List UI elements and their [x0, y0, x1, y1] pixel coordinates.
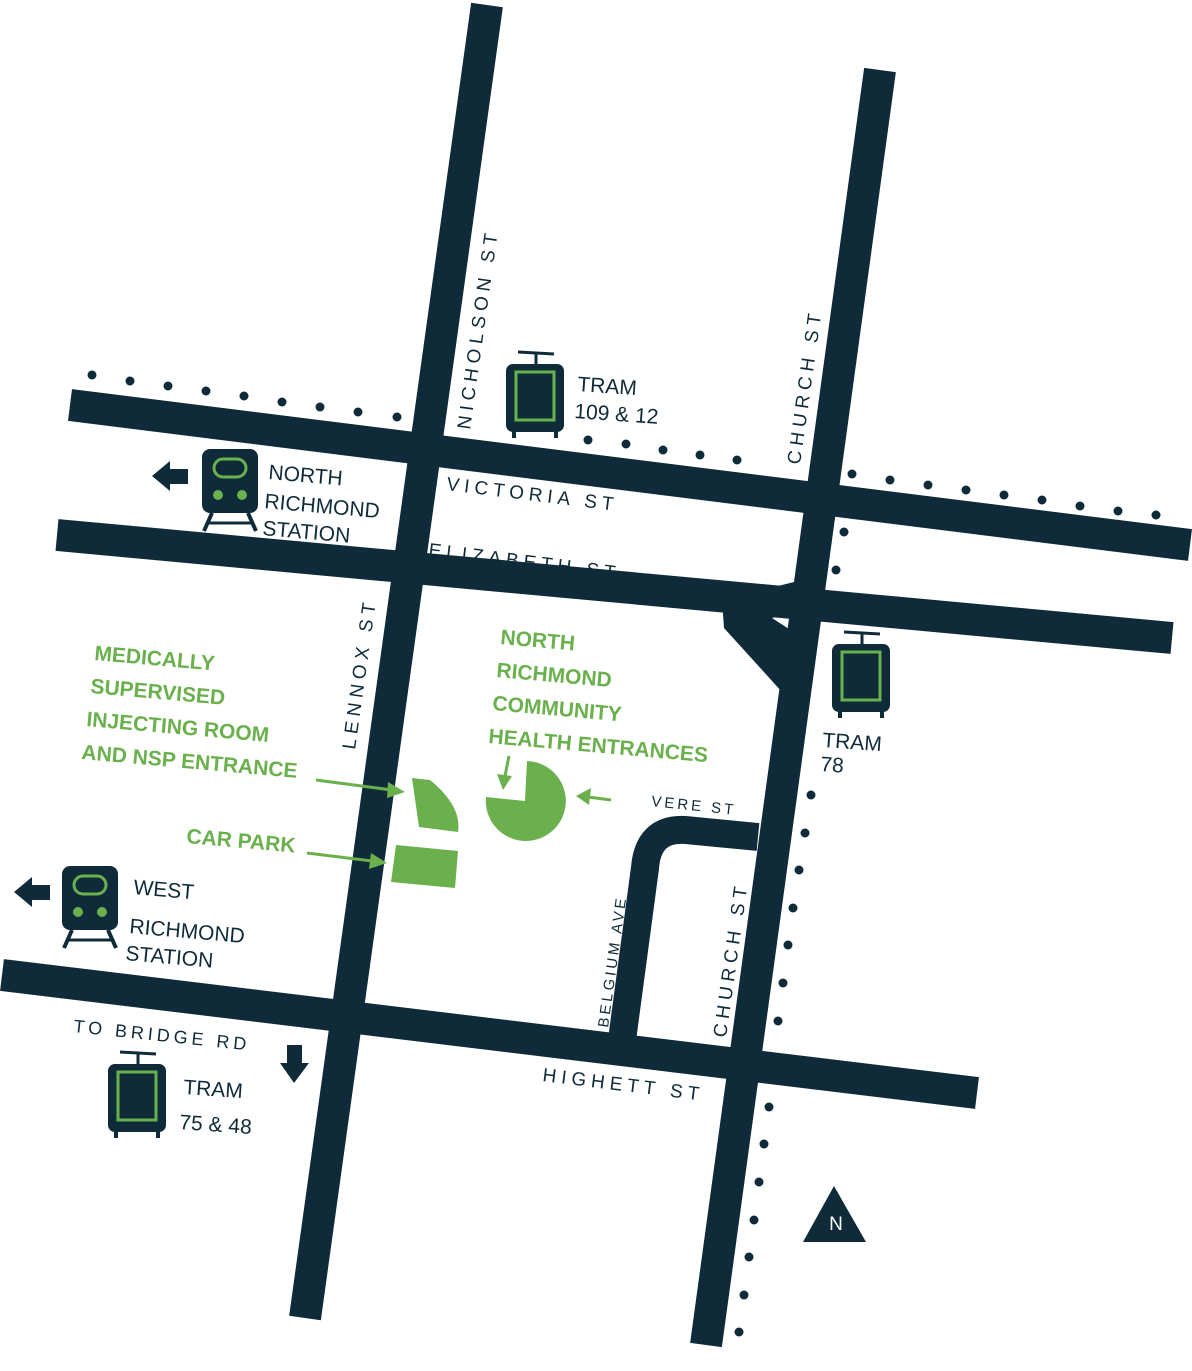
road-church-st: [690, 67, 896, 1348]
station-label-west-richmond: WEST RICHMOND STATION: [125, 876, 246, 973]
road-victoria-st: [68, 389, 1192, 561]
landmark-label-line: CAR PARK: [186, 825, 297, 857]
north-arrow-icon: N: [803, 1186, 866, 1242]
tram-label-church: TRAM 78: [820, 729, 883, 778]
station-label-line: STATION: [125, 942, 215, 973]
road-vere-belgium: [608, 815, 760, 1042]
tram-label-line: 78: [820, 753, 845, 778]
arrow-icon: [369, 853, 387, 869]
car-park-area: [391, 845, 458, 888]
tram-label-victoria: TRAM 109 & 12: [574, 373, 659, 429]
landmark-label-line: AND NSP ENTRANCE: [81, 741, 299, 783]
landmark-label-line: INJECTING ROOM: [86, 708, 270, 747]
arrow-icon: [587, 795, 612, 802]
landmark-label-line: RICHMOND: [496, 659, 613, 692]
train-icon: [202, 449, 258, 532]
tram-icon: [506, 350, 564, 438]
road-church-junction: [722, 578, 810, 692]
arrow-icon: [576, 788, 591, 805]
tram-icon: [108, 1050, 166, 1138]
road-elizabeth-st: [55, 519, 1174, 654]
arrow-icon: [315, 778, 393, 792]
station-label-line: WEST: [133, 876, 196, 904]
street-label-bridge-rd: TO BRIDGE RD: [73, 1016, 252, 1054]
train-icon: [62, 866, 118, 949]
arrow-icon: [497, 774, 512, 790]
tram-icon: [832, 630, 890, 718]
car-park-label: CAR PARK: [186, 825, 297, 857]
tram-label-line: TRAM: [577, 373, 638, 400]
tram-route-dots: [87, 370, 1161, 1337]
landmark-label-line: COMMUNITY: [492, 692, 623, 726]
station-label-north-richmond: NORTH RICHMOND STATION: [262, 461, 381, 548]
arrow-down-icon: [280, 1045, 309, 1083]
community-health-building: [485, 761, 566, 841]
tram-label-line: TRAM: [183, 1076, 244, 1103]
injecting-room-label: MEDICALLY SUPERVISED INJECTING ROOM AND …: [81, 642, 299, 783]
pointer-arrows: [306, 755, 612, 869]
arrow-left-icon: [14, 877, 50, 907]
landmark-label-line: NORTH: [500, 626, 576, 655]
tram-label-line: 109 & 12: [574, 400, 659, 429]
tram-label-line: 75 & 48: [179, 1111, 253, 1139]
station-label-line: NORTH: [268, 461, 344, 490]
landmark-label-line: HEALTH ENTRANCES: [488, 725, 709, 767]
road-highett-st: [0, 959, 979, 1109]
tram-label-bridge: TRAM 75 & 48: [179, 1076, 253, 1139]
landmark-label-line: MEDICALLY: [94, 642, 216, 675]
injecting-room-building: [412, 778, 459, 832]
arrow-icon: [387, 782, 405, 798]
road-nicholson-lennox-st: [289, 2, 503, 1321]
north-label: N: [829, 1214, 843, 1235]
tram-label-line: TRAM: [822, 729, 883, 756]
arrow-icon: [503, 755, 511, 777]
arrow-left-icon: [152, 461, 188, 491]
arrow-icon: [306, 851, 373, 863]
community-health-label: NORTH RICHMOND COMMUNITY HEALTH ENTRANCE…: [488, 626, 709, 767]
landmark-label-line: SUPERVISED: [90, 675, 226, 710]
street-label-vere: VERE ST: [651, 793, 737, 819]
